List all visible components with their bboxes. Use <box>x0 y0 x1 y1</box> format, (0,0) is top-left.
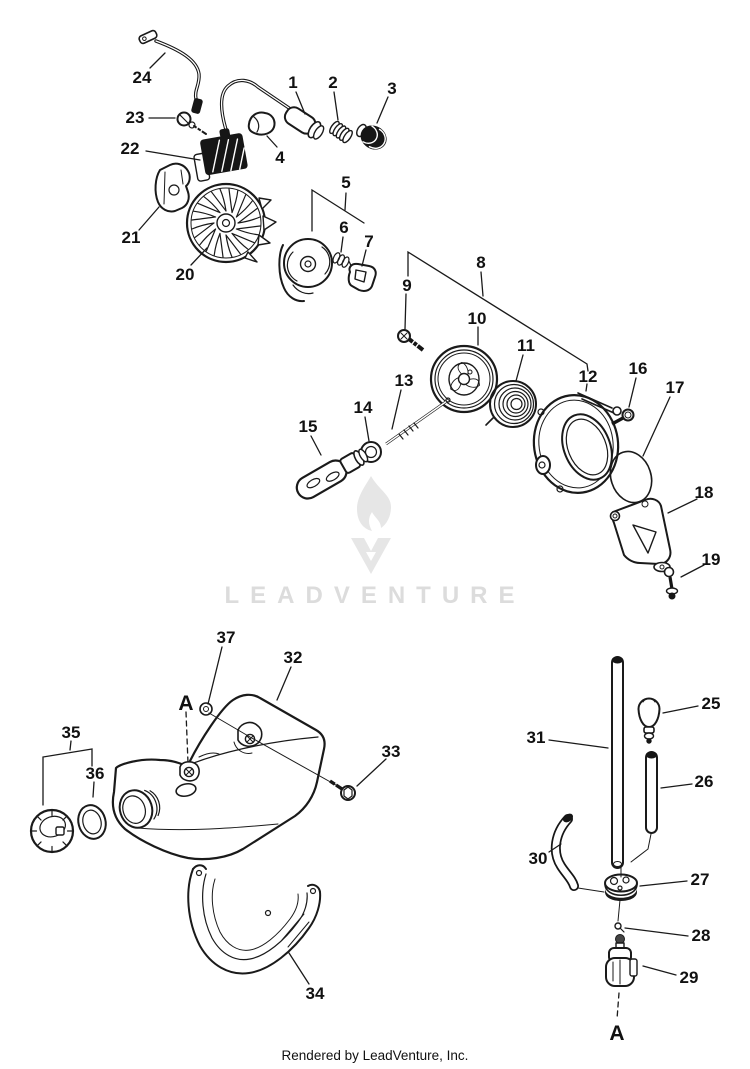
bolt-16-drawing <box>611 408 635 426</box>
callout-37[interactable]: 37 <box>217 628 236 647</box>
fuel-line-26-drawing <box>645 751 658 834</box>
callout-36[interactable]: 36 <box>86 764 105 783</box>
filler-neck-drawing <box>118 789 161 829</box>
ignition-coil-drawing <box>193 128 248 182</box>
flame-icon <box>357 476 391 531</box>
callout-15[interactable]: 15 <box>299 417 318 436</box>
bolt-19-drawing <box>663 566 679 600</box>
flywheel-drawing <box>185 182 277 264</box>
clutch-drum-drawing <box>278 238 333 303</box>
callout-35[interactable]: 35 <box>62 723 81 742</box>
callout-32[interactable]: 32 <box>284 648 303 667</box>
callout-34[interactable]: 34 <box>306 984 325 1003</box>
callout-leader-lines <box>42 52 705 1020</box>
starter-housing-drawing <box>532 392 622 494</box>
cap-ring-drawing <box>77 804 107 840</box>
callout-3[interactable]: 3 <box>387 79 396 98</box>
starter-pulley-drawing <box>429 344 499 414</box>
callout-26[interactable]: 26 <box>695 772 714 791</box>
fuel-cap-drawing <box>29 808 75 854</box>
callout-7[interactable]: 7 <box>364 232 373 251</box>
section-label-a-filter: A <box>609 1022 624 1045</box>
callout-19[interactable]: 19 <box>702 550 721 569</box>
callout-20[interactable]: 20 <box>176 265 195 284</box>
leadventure-watermark: LEADVENTURE <box>224 476 525 609</box>
tank-grommet-27-drawing <box>604 873 638 901</box>
callout-31[interactable]: 31 <box>527 728 546 747</box>
rewind-spring-drawing <box>485 380 537 428</box>
callout-14[interactable]: 14 <box>354 398 373 417</box>
callout-labels: 1 2 3 4 5 6 7 8 9 10 11 12 13 14 15 16 1… <box>62 68 721 1045</box>
wire-clip-drawing <box>247 111 276 136</box>
callout-17[interactable]: 17 <box>666 378 685 397</box>
mount-bracket-drawing <box>609 497 672 573</box>
spark-plug-cap-drawing <box>283 106 325 140</box>
callout-27[interactable]: 27 <box>691 870 710 889</box>
section-label-a-tank: A <box>178 692 193 715</box>
callout-5[interactable]: 5 <box>341 173 350 192</box>
callout-4[interactable]: 4 <box>275 148 285 167</box>
stop-switch-wire-drawing <box>138 29 203 114</box>
callout-18[interactable]: 18 <box>695 483 714 502</box>
callout-30[interactable]: 30 <box>529 849 548 868</box>
starter-rope-rod-drawing <box>385 397 451 446</box>
starter-handle-drawing <box>295 448 369 500</box>
callout-28[interactable]: 28 <box>692 926 711 945</box>
callout-8[interactable]: 8 <box>476 253 485 272</box>
primer-nipple-25-drawing <box>637 697 661 744</box>
callout-11[interactable]: 11 <box>517 336 535 355</box>
plug-spring-drawing <box>329 120 353 144</box>
footer-credit: Rendered by LeadVenture, Inc. <box>282 1048 469 1063</box>
callout-6[interactable]: 6 <box>339 218 348 237</box>
screw-9-drawing <box>397 329 425 352</box>
tank-grommet-drawing <box>199 702 213 716</box>
coil-bracket-drawing <box>154 162 191 213</box>
watermark-brand-text: LEADVENTURE <box>224 582 525 609</box>
callout-10[interactable]: 10 <box>468 309 487 328</box>
tank-cushion-drawing <box>187 864 322 975</box>
fuel-pipe-31-drawing <box>611 656 624 869</box>
callout-9[interactable]: 9 <box>402 276 411 295</box>
callout-22[interactable]: 22 <box>121 139 140 158</box>
spark-plug-drawing <box>356 123 387 150</box>
callout-24[interactable]: 24 <box>133 68 152 87</box>
callout-29[interactable]: 29 <box>680 968 699 987</box>
spark-plug-wire-drawing <box>219 78 291 138</box>
callout-23[interactable]: 23 <box>126 108 145 127</box>
callout-1[interactable]: 1 <box>288 73 297 92</box>
clip-28-drawing <box>614 922 625 933</box>
clutch-shoe-drawing <box>347 262 377 292</box>
callout-25[interactable]: 25 <box>702 694 721 713</box>
fuel-tank-drawing <box>111 693 326 861</box>
callout-13[interactable]: 13 <box>395 371 414 390</box>
fuel-hose-30-drawing <box>550 813 579 891</box>
v-logo-notch <box>366 552 376 561</box>
fuel-filter-29-drawing <box>605 934 638 987</box>
callout-21[interactable]: 21 <box>122 228 141 247</box>
callout-33[interactable]: 33 <box>382 742 401 761</box>
callout-2[interactable]: 2 <box>328 73 337 92</box>
callout-12[interactable]: 12 <box>579 367 598 386</box>
coil-bolt-drawing <box>176 111 207 135</box>
callout-16[interactable]: 16 <box>629 359 648 378</box>
